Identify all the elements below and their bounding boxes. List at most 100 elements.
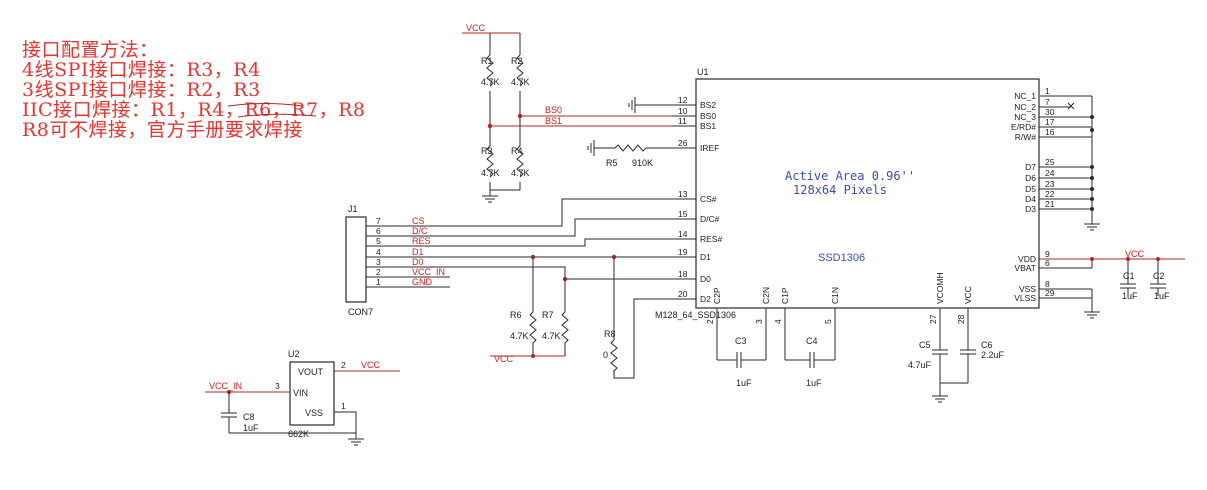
u1-pin-number: 26 bbox=[678, 138, 688, 148]
bs1-label: BS1 bbox=[545, 116, 562, 126]
c8-value: 1uF bbox=[243, 423, 259, 433]
u1-ref: U1 bbox=[697, 67, 709, 77]
u1-pin-name: VSS bbox=[1019, 284, 1036, 294]
j1-pin-number: 6 bbox=[376, 226, 381, 236]
u1-pin-name: R/W# bbox=[1015, 132, 1037, 142]
j1-net-label: GND bbox=[412, 277, 433, 287]
notes-line-iic: IIC接口焊接：R1，R4，R6，R7，R8 bbox=[22, 99, 366, 121]
u1-pin-number: 4 bbox=[773, 319, 783, 324]
u2-pin-2: 2 bbox=[341, 360, 346, 370]
c3-label: C3 bbox=[735, 336, 747, 346]
u1-pin-number: 18 bbox=[678, 269, 688, 279]
resistor-r7 bbox=[561, 311, 569, 344]
j1-connector-body bbox=[345, 216, 367, 303]
resistor-r3 bbox=[486, 145, 494, 178]
r6-value: 4.7K bbox=[510, 331, 529, 341]
u1-pin-number: 19 bbox=[678, 247, 688, 257]
j1-net-label: D/C bbox=[412, 226, 428, 236]
c2-value: 1uF bbox=[1154, 291, 1170, 301]
r5-label: R5 bbox=[606, 158, 618, 168]
u1-pin-number: 5 bbox=[823, 319, 833, 324]
r6-label: R6 bbox=[510, 310, 522, 320]
resistor-r5 bbox=[614, 144, 647, 152]
u1-pin-number: 28 bbox=[956, 314, 966, 324]
u1-pin-number: 9 bbox=[1045, 249, 1050, 259]
c3-value: 1uF bbox=[736, 378, 752, 388]
resistor-r6 bbox=[529, 311, 537, 344]
u1-pin-number: 14 bbox=[678, 229, 688, 239]
dc-trace bbox=[450, 218, 696, 237]
u1-pin-name: VDD bbox=[1018, 254, 1036, 264]
u1-pin-number: 7 bbox=[1045, 97, 1050, 107]
u1-pin-name: VCOMH bbox=[935, 272, 945, 304]
u1-pin-name: D4 bbox=[1025, 194, 1036, 204]
u1-pin-number: 1 bbox=[1045, 86, 1050, 96]
u1-pin-name: C2N bbox=[761, 287, 771, 304]
r4-value: 4.7K bbox=[511, 168, 530, 178]
u1-pin-name: VBAT bbox=[1014, 263, 1036, 273]
u1-pin-name: CS# bbox=[700, 194, 717, 204]
u2-pin-1: 1 bbox=[341, 401, 346, 411]
u2-vout-pin: VOUT bbox=[298, 367, 324, 377]
u1-ssd1306-body bbox=[695, 78, 1040, 309]
u1-pin-number: 15 bbox=[678, 209, 688, 219]
u2-pin-3: 3 bbox=[275, 381, 280, 391]
j1-net-label: D0 bbox=[412, 257, 424, 267]
j1-net-label: D1 bbox=[412, 247, 424, 257]
u1-pin-name: D0 bbox=[700, 274, 711, 284]
u1-pin-number: 13 bbox=[678, 189, 688, 199]
u2-vccin-label: VCC_IN bbox=[209, 381, 242, 391]
r2-label: R2 bbox=[511, 56, 523, 66]
u1-pin-name: D2 bbox=[700, 294, 711, 304]
bs0-label: BS0 bbox=[545, 105, 562, 115]
u1-pin-name: RES# bbox=[700, 234, 722, 244]
resistor-r2 bbox=[516, 54, 524, 87]
j1-pin-number: 7 bbox=[376, 216, 381, 226]
r7-label: R7 bbox=[542, 310, 554, 320]
ground-symbol bbox=[347, 432, 365, 446]
u1-pin-number: 22 bbox=[1045, 189, 1055, 199]
resistor-r8 bbox=[610, 339, 618, 372]
u1-pin-number: 17 bbox=[1045, 117, 1055, 127]
u1-pin-name: E/RD# bbox=[1011, 122, 1036, 132]
notes-line-3spi: 3线SPI接口焊接：R2，R3 bbox=[22, 79, 261, 101]
u1-pin-name: NC_2 bbox=[1014, 102, 1036, 112]
u2-ref: U2 bbox=[288, 349, 300, 359]
resistor-r4 bbox=[516, 145, 524, 178]
u1-pin-number: 21 bbox=[1045, 199, 1055, 209]
j1-pin-number: 4 bbox=[376, 247, 381, 257]
c4-label: C4 bbox=[806, 336, 818, 346]
u2-vin-pin: VIN bbox=[293, 388, 308, 398]
r7-value: 4.7K bbox=[542, 331, 561, 341]
r5-value: 910K bbox=[632, 158, 653, 168]
vcc-label-right: VCC bbox=[1125, 249, 1145, 259]
u1-pin-number: 12 bbox=[678, 95, 688, 105]
u1-pin-name: IREF bbox=[700, 143, 719, 153]
u1-pin-name: D3 bbox=[1025, 204, 1036, 214]
j1-net-label: CS bbox=[412, 216, 425, 226]
ground-symbol bbox=[1083, 305, 1101, 319]
j1-pin-number: 3 bbox=[376, 257, 381, 267]
ground-symbol bbox=[931, 389, 949, 403]
j1-pin-number: 2 bbox=[376, 267, 381, 277]
u2-part: 662K bbox=[288, 429, 309, 439]
notes-line-4spi: 4线SPI接口焊接：R3，R4 bbox=[22, 59, 261, 81]
cs-trace bbox=[450, 198, 696, 227]
pixels-label: 128x64 Pixels bbox=[793, 183, 887, 197]
u1-pin-number: 3 bbox=[754, 319, 764, 324]
u1-pin-name: D7 bbox=[1025, 162, 1036, 172]
r4-label: R4 bbox=[511, 146, 523, 156]
u1-pin-name: D6 bbox=[1025, 173, 1036, 183]
c5-value: 4.7uF bbox=[908, 360, 932, 370]
u1-pin-number: 8 bbox=[1045, 279, 1050, 289]
no-connect-mark bbox=[1067, 102, 1075, 110]
j1-net-label: RES bbox=[412, 236, 431, 246]
u1-pin-name: D5 bbox=[1025, 184, 1036, 194]
c8-label: C8 bbox=[243, 412, 255, 422]
u1-pin-name: NC_1 bbox=[1014, 91, 1036, 101]
u1-pin-name: BS2 bbox=[700, 100, 716, 110]
u1-pin-number: 16 bbox=[1045, 127, 1055, 137]
u1-pin-number: 11 bbox=[678, 116, 687, 126]
